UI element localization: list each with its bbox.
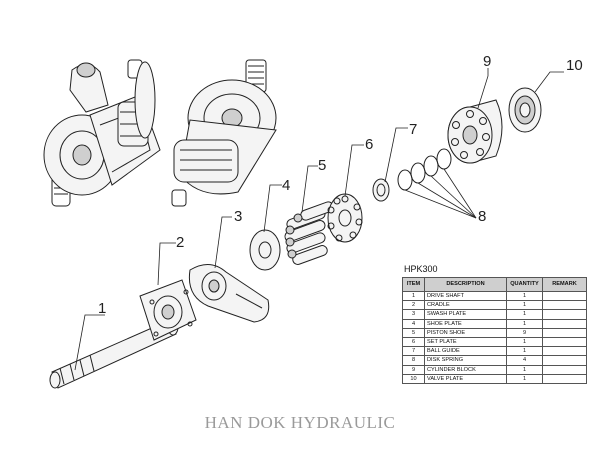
cell-quantity: 1	[506, 373, 543, 385]
watermark-text: HAN DOK HYDRAULIC	[204, 413, 396, 432]
cell-item: 6	[402, 337, 425, 348]
table-header-row: ITEM DESCRIPTION QUANTITY REMARK	[402, 277, 587, 292]
callout-8: 8	[478, 208, 486, 225]
cell-quantity: 1	[506, 290, 543, 302]
part-valve-plate	[508, 87, 542, 133]
part-cylinder-block	[447, 99, 503, 164]
part-swash-plate	[188, 264, 270, 323]
cell-remark	[542, 364, 587, 375]
cell-description: SHOE PLATE	[424, 318, 507, 329]
callout-5: 5	[318, 157, 326, 174]
cell-description: SET PLATE	[424, 337, 507, 348]
part-ball-guide	[372, 178, 390, 202]
cell-remark	[542, 290, 587, 302]
part-piston-shoes	[284, 201, 334, 265]
assembled-pump-left	[43, 59, 161, 207]
cell-remark	[542, 373, 587, 385]
cell-item: 5	[402, 327, 425, 339]
header-description: DESCRIPTION	[424, 277, 507, 292]
callout-labels: 1 2 3 4 5 6 7 8 9 10	[98, 53, 583, 317]
leader-lines	[74, 68, 564, 371]
cell-item: 10	[402, 373, 425, 385]
cell-quantity: 1	[506, 300, 543, 311]
cell-remark	[542, 300, 587, 311]
callout-1: 1	[98, 300, 106, 317]
cell-remark	[542, 337, 587, 348]
cell-item: 4	[402, 318, 425, 329]
cell-item: 9	[402, 364, 425, 375]
callout-4: 4	[282, 177, 290, 194]
part-disk-springs	[397, 148, 452, 191]
table-title: HPK300	[404, 264, 438, 274]
cell-item: 1	[402, 290, 425, 302]
cell-description: VALVE PLATE	[424, 373, 507, 385]
cell-quantity: 9	[506, 327, 543, 339]
cell-remark	[542, 355, 587, 366]
cell-description: DISK SPRING	[424, 355, 507, 366]
callout-6: 6	[365, 136, 373, 153]
cell-description: BALL GUIDE	[424, 346, 507, 357]
cell-remark	[542, 318, 587, 329]
cell-description: CRADLE	[424, 300, 507, 311]
header-item: ITEM	[402, 277, 425, 292]
cell-remark	[542, 327, 587, 339]
cell-quantity: 1	[506, 337, 543, 348]
parts-list-table: HPK300 ITEM DESCRIPTION QUANTITY REMARK …	[402, 264, 587, 385]
cell-remark	[542, 346, 587, 357]
cell-item: 2	[402, 300, 425, 311]
cell-description: SWASH PLATE	[424, 309, 507, 320]
part-cradle	[139, 279, 197, 341]
cell-remark	[542, 309, 587, 320]
cell-item: 7	[402, 346, 425, 357]
cell-quantity: 1	[506, 309, 543, 320]
cell-item: 8	[402, 355, 425, 366]
callout-2: 2	[176, 234, 184, 251]
part-set-plate	[327, 193, 363, 243]
cell-description: CYLINDER BLOCK	[424, 364, 507, 375]
cell-item: 3	[402, 309, 425, 320]
cell-description: PISTON SHOE	[424, 327, 507, 339]
cell-quantity: 1	[506, 364, 543, 375]
callout-3: 3	[234, 208, 242, 225]
cell-quantity: 1	[506, 318, 543, 329]
part-shoe-plate	[249, 229, 281, 271]
cell-quantity: 1	[506, 346, 543, 357]
header-quantity: QUANTITY	[506, 277, 543, 292]
callout-10: 10	[566, 57, 583, 74]
header-remark: REMARK	[542, 277, 587, 292]
cell-quantity: 4	[506, 355, 543, 366]
callout-9: 9	[483, 53, 491, 70]
callout-7: 7	[409, 121, 417, 138]
cell-description: DRIVE SHAFT	[424, 290, 507, 302]
assembled-pump-right	[171, 59, 277, 207]
